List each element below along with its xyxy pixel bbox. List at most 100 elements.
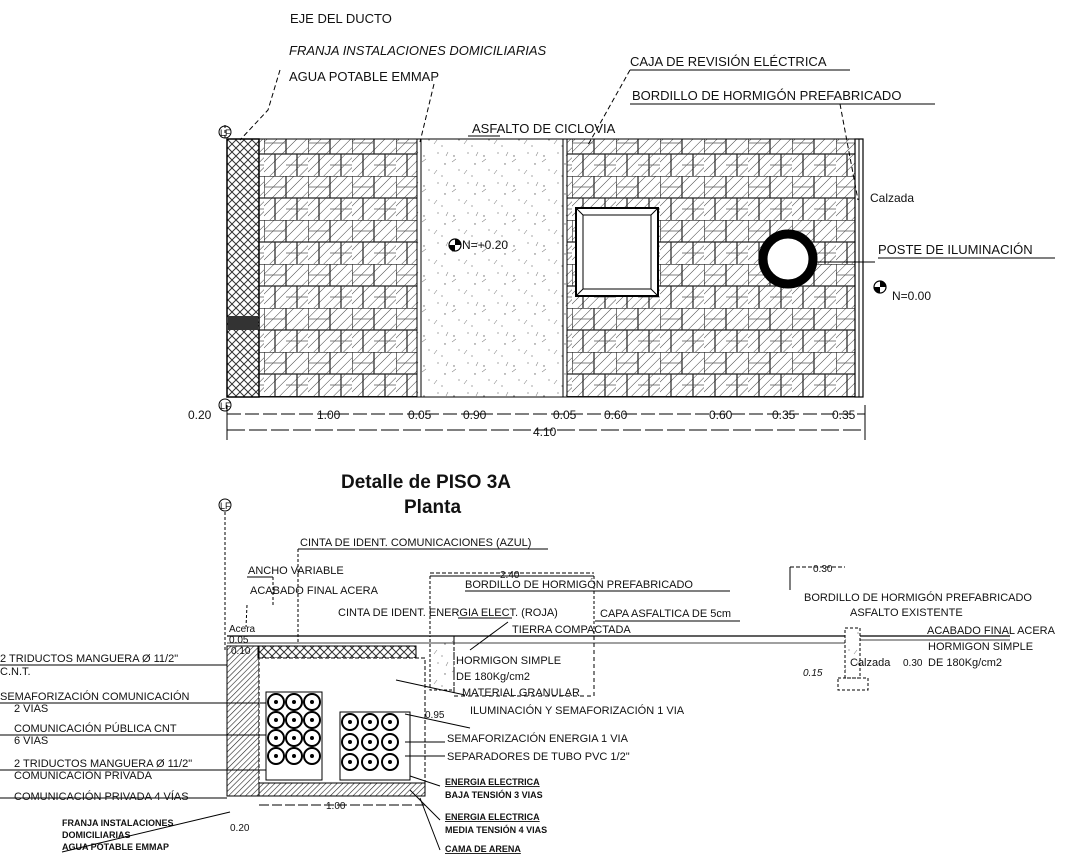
paved-area-left: [258, 138, 418, 398]
label-franja-line2: AGUA POTABLE EMMAP: [289, 69, 439, 84]
conduit-core: [310, 718, 314, 722]
label-left-3a: COMUNICACIÓN PÚBLICA CNT: [14, 722, 177, 735]
label-energia-media-2: MEDIA TENSIÓN 4 VIAS: [445, 824, 547, 835]
conduit-core: [348, 720, 352, 724]
franja-wall-section: [226, 645, 260, 797]
conduit-core: [274, 718, 278, 722]
dim-plan-035a: 0.35: [772, 408, 796, 422]
curb-section: [844, 627, 861, 679]
label-right-calzada: Calzada: [850, 657, 891, 669]
cycle-lane: [416, 138, 568, 398]
label-energia-media-1: ENERGIA ELECTRICA: [445, 812, 540, 822]
conduit-core: [310, 736, 314, 740]
label-right-asfalto: ASFALTO EXISTENTE: [850, 607, 963, 619]
level-marker-icon: [448, 238, 462, 252]
label-franja-line1: FRANJA INSTALACIONES DOMICILIARIAS: [289, 43, 546, 58]
label-semaf-energia: SEMAFORIZACIÓN ENERGIA 1 VIA: [447, 732, 629, 745]
label-iluminacion: ILUMINACIÓN Y SEMAFORIZACIÓN 1 VIA: [470, 704, 685, 717]
label-left-4b: COMUNICACIÓN PRIVADA: [14, 769, 153, 782]
label-calzada-plan: Calzada: [870, 191, 914, 205]
light-pole-symbol: [758, 229, 818, 289]
label-poste: POSTE DE ILUMINACIÓN: [878, 242, 1033, 257]
label-eje-ducto: EJE DEL DUCTO: [290, 11, 392, 26]
lf-marker-bottom: LF: [220, 401, 231, 411]
dim-plan-020: 0.20: [188, 408, 212, 422]
label-left-1b: C.N.T.: [0, 666, 31, 678]
lf-marker-section: LF: [220, 501, 231, 511]
dim-plan-005b: 0.05: [553, 408, 577, 422]
label-right-bordillo: BORDILLO DE HORMIGÓN PREFABRICADO: [804, 591, 1032, 604]
conduit-core: [292, 718, 296, 722]
label-franja-3: AGUA POTABLE EMMAP: [62, 842, 169, 852]
conduit-group-left: [265, 691, 323, 781]
label-acera: Acera: [229, 624, 256, 635]
drawing-subtitle: Planta: [404, 497, 461, 518]
level-calzada: N=0.00: [892, 289, 931, 303]
conduit-core: [368, 720, 372, 724]
label-energia-baja-1: ENERGIA ELECTRICA: [445, 777, 540, 787]
sidewalk-layer: [257, 645, 417, 659]
dim-sec-095: 0.95: [425, 710, 445, 721]
label-cinta-com: CINTA DE IDENT. COMUNICACIONES (AZUL): [300, 537, 531, 549]
granular-column: [429, 635, 455, 691]
dim-plan-035b: 0.35: [832, 408, 856, 422]
label-tierra: TIERRA COMPACTADA: [512, 624, 631, 636]
label-cama-arena: CAMA DE ARENA: [445, 844, 521, 854]
dim-sec-005: 0.05: [229, 635, 249, 646]
label-hormigon-1: HORMIGON SIMPLE: [456, 655, 561, 667]
level-marker-icon: [873, 280, 887, 294]
sand-bed: [258, 782, 426, 797]
dim-plan-005a: 0.05: [408, 408, 432, 422]
conduit-core: [274, 736, 278, 740]
trench: [258, 657, 426, 797]
plan-dimension-line: [226, 405, 866, 440]
dim-plan-100: 1.00: [317, 408, 341, 422]
conduit-core: [292, 754, 296, 758]
lf-marker-top: LF: [220, 128, 231, 138]
plan-view: N=+0.20 N=0.00 LF LF EJE DEL DUCTO FRANJ…: [188, 11, 1055, 440]
dim-sec-020: 0.20: [230, 823, 250, 834]
label-left-3b: 6 VIAS: [14, 735, 48, 747]
section-view: LF: [0, 498, 1010, 851]
label-left-1a: 2 TRIDUCTOS MANGUERA Ø 11/2": [0, 653, 178, 665]
dim-plan-060a: 0.60: [604, 408, 628, 422]
dim-sec-030b: 0.30: [903, 658, 923, 669]
dim-plan-total: 4.10: [533, 425, 557, 439]
dim-sec-100: 1.00: [326, 801, 346, 812]
dim-plan-090: 0.90: [463, 408, 487, 422]
franja-strip: [226, 138, 260, 398]
dim-sec-010: 0.10: [231, 646, 251, 657]
label-left-5: COMUNICACIÓN PRIVADA 4 VÍAS: [14, 790, 189, 803]
conduit-core: [310, 754, 314, 758]
conduit-core: [348, 760, 352, 764]
label-asfalto-ciclovia: ASFALTO DE CICLOVIA: [472, 121, 616, 136]
label-hormigon-2: DE 180Kg/cm2: [456, 671, 530, 683]
label-right-hormigon-1: HORMIGON SIMPLE: [928, 641, 1033, 653]
label-material-granular: MATERIAL GRANULAR: [462, 687, 580, 699]
label-separadores: SEPARADORES DE TUBO PVC 1/2": [447, 751, 630, 763]
dim-sec-240: 2.40: [500, 570, 520, 581]
conduit-core: [310, 700, 314, 704]
dim-sec-030: 0.30: [813, 564, 833, 575]
conduit-core: [292, 700, 296, 704]
label-left-2a: SEMAFORIZACIÓN COMUNICACIÓN: [0, 690, 190, 703]
conduit-core: [368, 740, 372, 744]
label-right-hormigon-2: DE 180Kg/cm2: [928, 657, 1002, 669]
dim-plan-060b: 0.60: [709, 408, 733, 422]
label-energia-baja-2: BAJA TENSIÓN 3 VIAS: [445, 789, 543, 800]
conduit-core: [292, 736, 296, 740]
label-caja-revision: CAJA DE REVISIÓN ELÉCTRICA: [630, 54, 827, 69]
label-cinta-energia: CINTA DE IDENT. ENERGIA ELECT. (ROJA): [338, 607, 558, 619]
level-ciclovia: N=+0.20: [462, 238, 508, 252]
label-bordillo-section: BORDILLO DE HORMIGÓN PREFABRICADO: [465, 578, 693, 591]
label-franja-2: DOMICILIARIAS: [62, 830, 131, 840]
conduit-core: [388, 720, 392, 724]
label-ancho-variable: ANCHO VARIABLE: [248, 565, 344, 577]
drawing-title: Detalle de PISO 3A: [341, 472, 511, 493]
conduit-core: [368, 760, 372, 764]
label-right-acabado: ACABADO FINAL ACERA: [927, 625, 1056, 637]
conduit-core: [388, 740, 392, 744]
label-bordillo-plan: BORDILLO DE HORMIGÓN PREFABRICADO: [632, 88, 901, 103]
dim-sec-015: 0.15: [803, 668, 823, 679]
